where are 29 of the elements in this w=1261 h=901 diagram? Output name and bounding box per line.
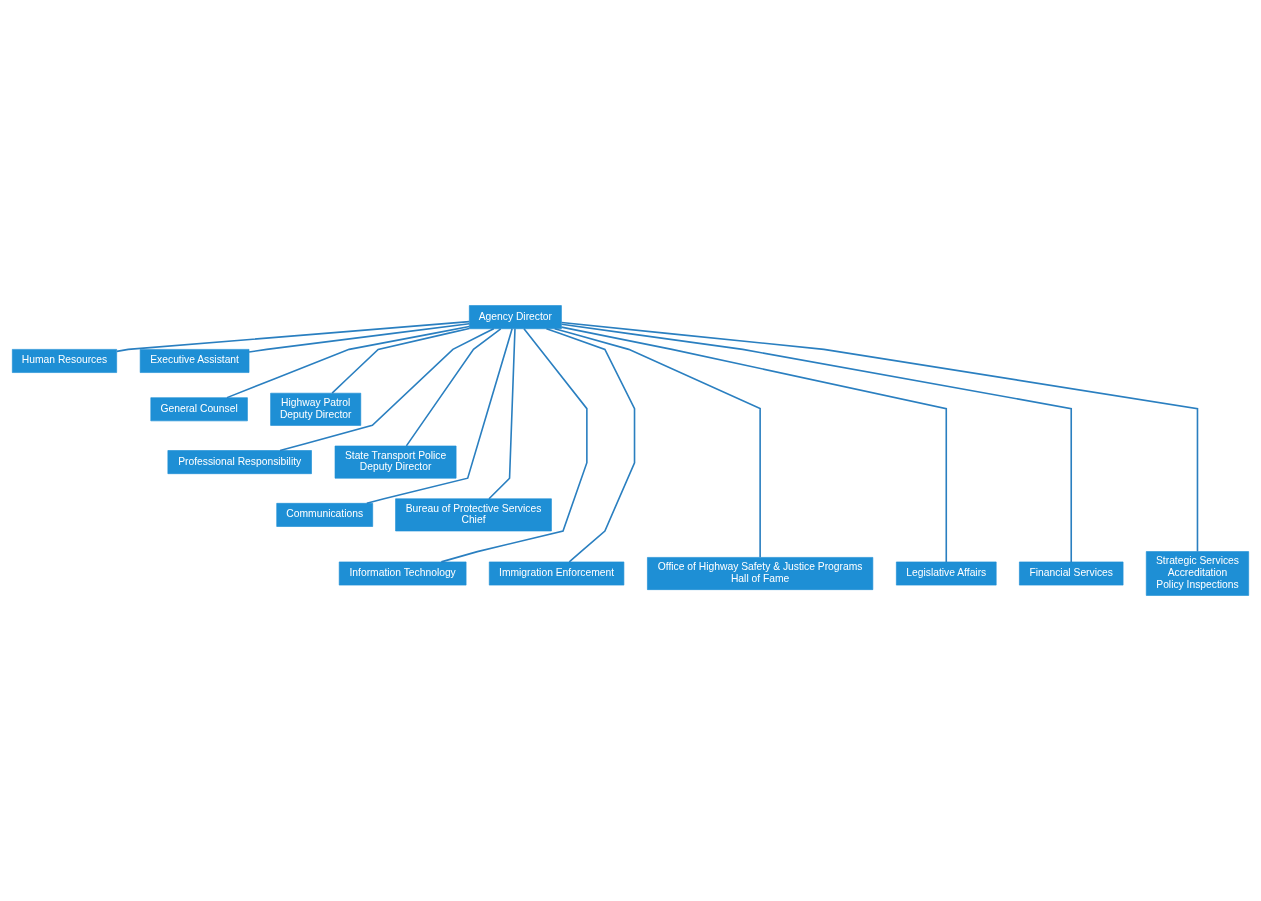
node-box: Office of Highway Safety & Justice Programs Hall of Fame bbox=[647, 557, 874, 590]
connector bbox=[440, 327, 588, 563]
node-box: Executive Assistant bbox=[139, 349, 250, 373]
node-box: Agency Director bbox=[469, 305, 562, 330]
connector bbox=[560, 323, 1073, 563]
node-box: General Counsel bbox=[150, 397, 248, 422]
connector bbox=[560, 326, 948, 563]
connector bbox=[279, 327, 495, 452]
connector bbox=[553, 327, 761, 559]
node-box: Professional Responsibility bbox=[167, 450, 312, 474]
node-box: Human Resources bbox=[12, 349, 117, 373]
connector bbox=[545, 327, 636, 563]
connector bbox=[405, 328, 502, 447]
node-box: Legislative Affairs bbox=[896, 561, 997, 586]
connector bbox=[226, 325, 471, 399]
connector bbox=[560, 321, 1199, 553]
connector bbox=[488, 328, 516, 500]
node-box: Immigration Enforcement bbox=[488, 561, 625, 586]
node-box: Strategic Services Accreditation Policy Inspections bbox=[1145, 551, 1249, 596]
node-box: Highway Patrol Deputy Director bbox=[270, 392, 362, 426]
connector bbox=[331, 327, 471, 394]
node-box: Financial Services bbox=[1019, 561, 1124, 586]
node-box: Information Technology bbox=[338, 561, 467, 586]
connector bbox=[248, 322, 470, 353]
node-box: State Transport Police Deputy Director bbox=[334, 445, 457, 479]
node-box: Bureau of Protective Services Chief bbox=[395, 498, 552, 532]
node-box: Communications bbox=[276, 503, 373, 527]
connector bbox=[116, 320, 471, 353]
connector bbox=[366, 328, 513, 505]
